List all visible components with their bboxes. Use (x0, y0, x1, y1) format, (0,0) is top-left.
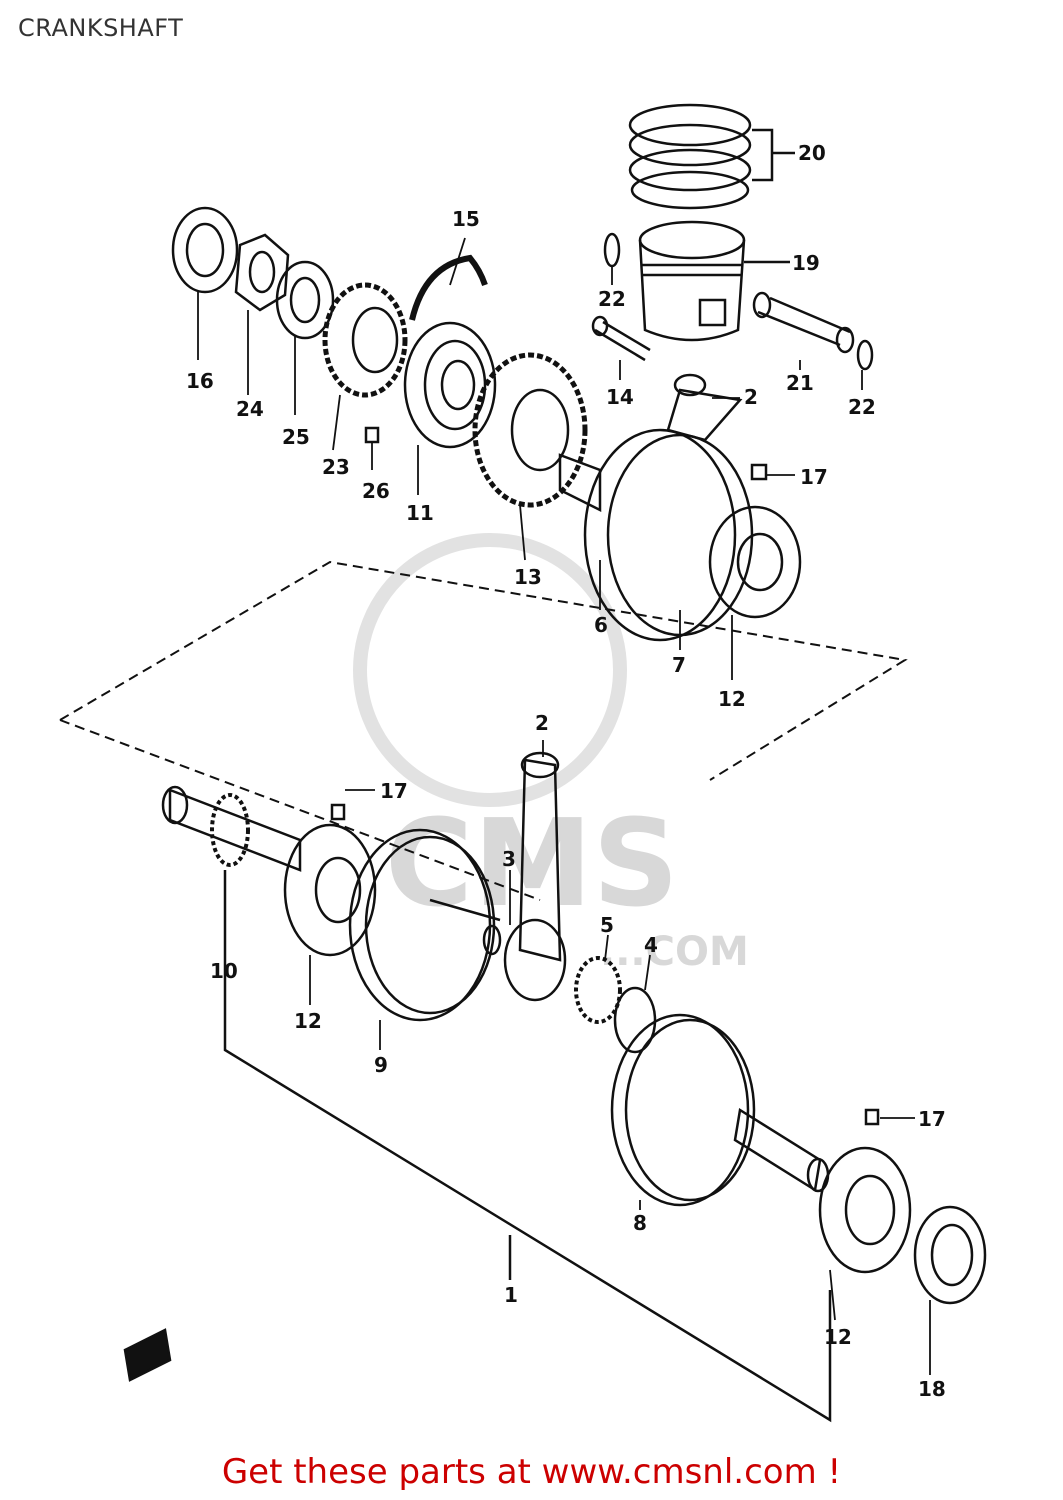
callout-16: 16 (186, 369, 214, 393)
flywheel-9 (348, 828, 501, 1022)
primary-gear-23 (322, 282, 408, 398)
callout-12-lower-right: 12 (824, 1325, 852, 1349)
needle-bearing-5 (574, 956, 622, 1024)
key-26 (364, 426, 380, 444)
callout-8: 8 (633, 1211, 647, 1235)
washer-4 (613, 986, 657, 1054)
callout-2-lower: 2 (535, 711, 549, 735)
callout-12-upper: 12 (718, 687, 746, 711)
leader-lines (197, 237, 931, 1375)
assembly-bracket-1 (223, 870, 832, 1423)
callout-1: 1 (504, 1283, 518, 1307)
callout-23: 23 (322, 455, 350, 479)
callout-24: 24 (236, 397, 264, 421)
callout-21: 21 (786, 371, 814, 395)
callout-13: 13 (514, 565, 542, 589)
callout-12-lower-left: 12 (294, 1009, 322, 1033)
callout-17-upper: 17 (800, 465, 828, 489)
callout-26: 26 (362, 479, 390, 503)
callout-17-middle: 17 (380, 779, 408, 803)
piston-rings (628, 103, 795, 210)
get-parts-link[interactable]: Get these parts at www.cmsnl.com ! (221, 1452, 842, 1492)
piston-pin (752, 291, 855, 354)
callout-2-upper: 2 (744, 385, 758, 409)
watermark-brand: CMS (385, 795, 679, 934)
callout-9: 9 (374, 1053, 388, 1077)
front-direction-icon (123, 1328, 172, 1382)
callout-3: 3 (502, 847, 516, 871)
watermark-domain: ...COM (600, 929, 749, 975)
bearing-12-right (818, 1108, 912, 1274)
callout-5: 5 (600, 913, 614, 937)
bolt-14 (591, 315, 651, 362)
gear-13 (472, 352, 588, 508)
crankshaft-exploded-diagram: CMS ...COM (59, 103, 987, 1423)
crank-pin-3 (482, 924, 502, 956)
bearing-11 (403, 321, 497, 449)
callout-20: 20 (798, 141, 826, 165)
callout-22-right: 22 (848, 395, 876, 419)
piston-pin-clip-left (603, 232, 621, 268)
piston-pin-clip-right (856, 339, 874, 371)
piston (638, 220, 790, 342)
callout-7: 7 (672, 653, 686, 677)
callout-14: 14 (606, 385, 634, 409)
callout-15: 15 (452, 207, 480, 231)
nut-24 (234, 233, 290, 312)
callout-labels: 20 15 19 22 21 22 16 24 25 23 26 11 14 2… (186, 141, 946, 1401)
page-title: CRANKSHAFT (18, 14, 184, 42)
connecting-rod-lower (503, 751, 567, 1002)
washer-25 (275, 260, 335, 340)
callout-6: 6 (594, 613, 608, 637)
cms-watermark: CMS ...COM (353, 533, 749, 975)
callout-22-left: 22 (598, 287, 626, 311)
callout-10: 10 (210, 959, 238, 983)
callout-18: 18 (918, 1377, 946, 1401)
oil-seal-18 (913, 1205, 987, 1305)
crankshaft-left-half (161, 785, 377, 957)
crankshaft-right-half-8 (610, 1013, 830, 1207)
upper-dashed-frame (59, 560, 908, 901)
callout-17-lower: 17 (918, 1107, 946, 1131)
callout-4: 4 (644, 933, 658, 957)
callout-19: 19 (792, 251, 820, 275)
callout-11: 11 (406, 501, 434, 525)
callout-25: 25 (282, 425, 310, 449)
oil-seal-16 (171, 206, 239, 294)
bearing-ring-15 (409, 254, 488, 321)
